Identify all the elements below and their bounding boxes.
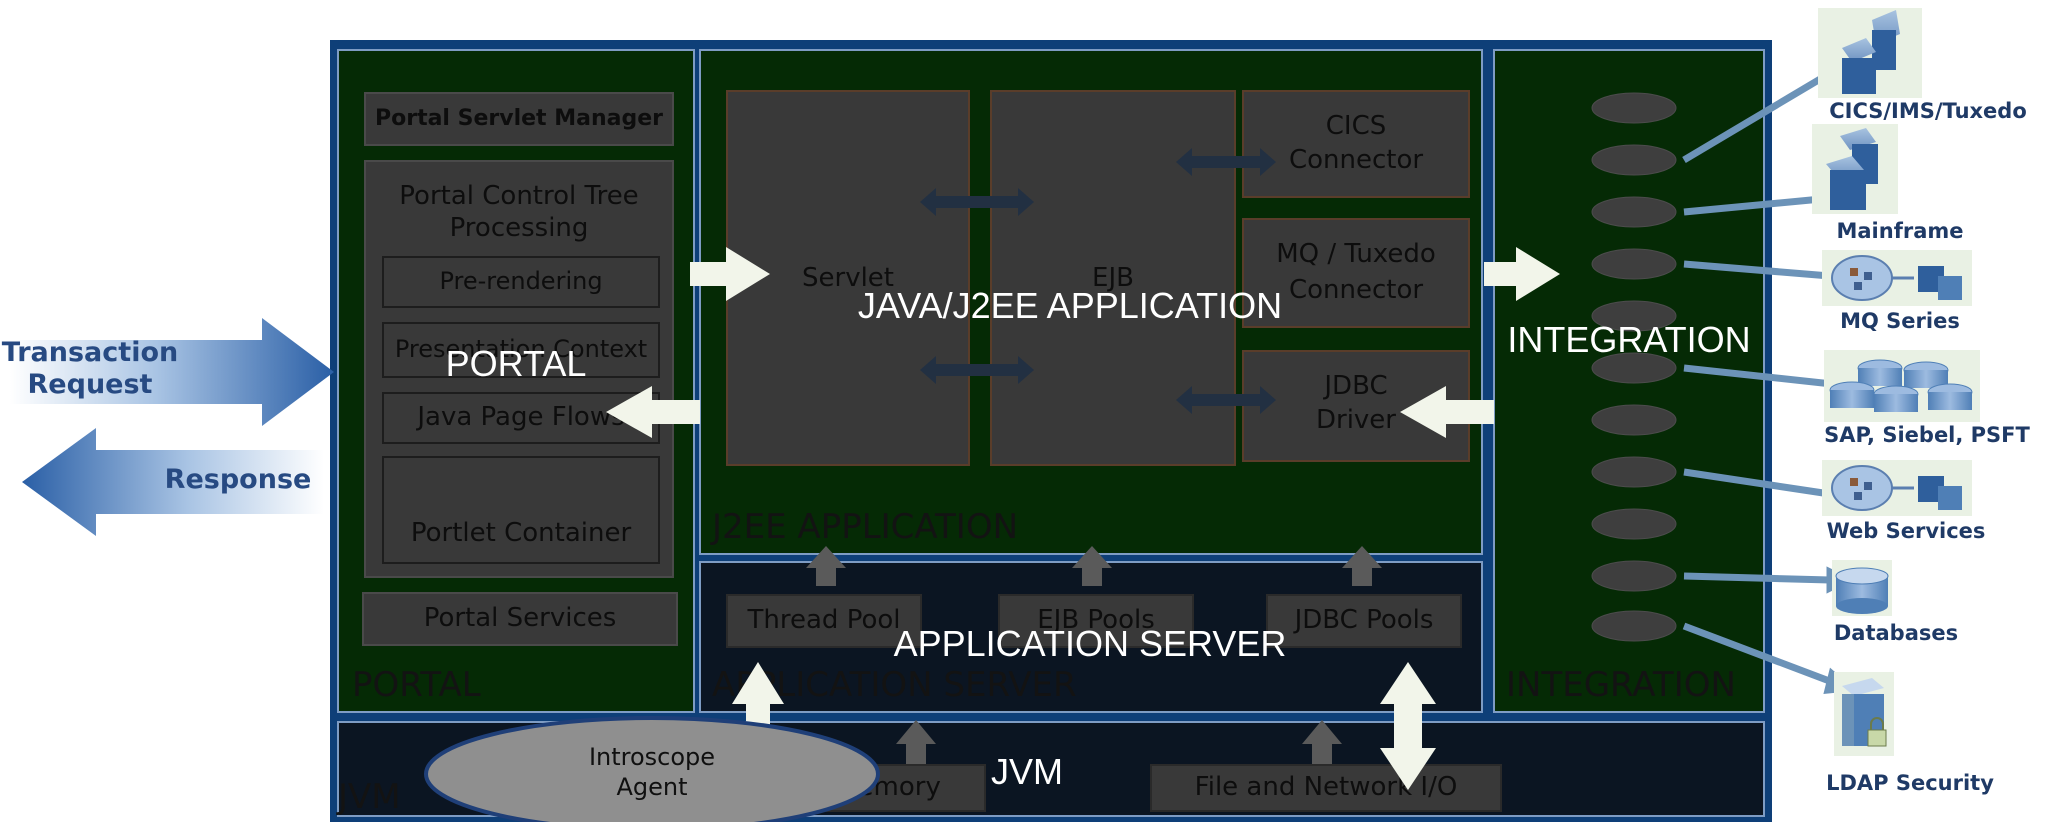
ejb-label: EJB [1092,263,1134,294]
cics-cubes-icon [1818,8,1922,98]
io-to-jdbc-pools-double-arrow [1380,662,1436,790]
transaction-request-arrow [10,318,334,426]
j2ee-watermark: J2EE APPLICATION [712,507,1019,548]
response-label: Response [164,464,312,496]
introscope-agent-label-1: Introscope [588,743,716,772]
cics-connector-box [1242,90,1470,198]
mq-tuxedo-connector-label-1: MQ / Tuxedo [1276,239,1436,270]
portal-to-servlet-arrow [690,247,770,301]
jdbc-pools-box: JDBC Pools [1266,594,1462,648]
integration-watermark: INTEGRATION [1506,665,1736,706]
j2ee-overlay-label: JAVA/J2EE APPLICATION [857,285,1283,327]
introscope-agent-oval [424,716,880,822]
ext-label-mainframe: Mainframe [1836,218,1964,243]
white-flow-arrows [606,247,1560,790]
jvm-overlay-label: JVM [991,751,1063,793]
transaction-request-label-1: Transaction [1,337,179,369]
jvm-watermark: JVM [338,777,401,818]
thread-pool-box: Thread Pool [726,594,922,648]
ext-label-web-services: Web Services [1826,518,1986,543]
sap-siebel-psft-icon [1824,350,1980,422]
integration-overlay-label: INTEGRATION [1507,319,1751,361]
ext-label-cics-ims-tuxedo: CICS/IMS/Tuxedo [1829,98,2027,123]
app-server-overlay-label: APPLICATION SERVER [893,623,1287,665]
ldap-security-icon [1834,672,1894,756]
portal-overlay-label: PORTAL [445,343,587,385]
mainframe-icon [1812,124,1898,214]
pre-rendering-box: Pre-rendering [382,256,660,308]
j2ee-to-integration-arrow [1484,247,1560,301]
cics-connector-label-2: Connector [1288,145,1424,176]
portal-watermark: PORTAL [352,665,481,706]
cics-connector-label-1: CICS [1325,111,1387,142]
ext-label-mq-series: MQ Series [1840,308,1960,333]
web-services-icon [1822,460,1972,516]
ext-label-databases: Databases [1833,620,1959,645]
jdbc-driver-label-2: Driver [1315,405,1396,436]
portlet-container-box [382,456,660,564]
mq-series-icon [1822,250,1972,306]
jdbc-driver-label-1: JDBC [1324,371,1388,402]
portlet-container-label: Portlet Container [410,518,632,549]
portal-servlet-manager: Portal Servlet Manager [364,92,674,146]
integration-ovals [1591,92,1677,642]
gray-flow-arrows [806,546,1382,764]
dark-double-arrows [920,148,1276,414]
portal-control-tree-label-2: Processing [449,213,589,244]
portal-control-tree-label-1: Portal Control Tree [399,181,639,212]
mq-tuxedo-connector-label-2: Connector [1288,275,1424,306]
ejb-pools-box: EJB Pools [998,594,1194,648]
introscope-to-thread-arrow [732,662,784,738]
transaction-request-label-2: Request [27,369,153,401]
integration-to-jdbc-arrow [1400,386,1494,438]
portal-services-box: Portal Services [362,592,678,646]
presentation-context-box: Presentation Context [382,322,660,378]
ext-label-sap-siebel-psft: SAP, Siebel, PSFT [1824,422,2030,447]
servlet-to-portal-arrow [606,386,700,438]
mq-tuxedo-connector-box [1242,218,1470,328]
introscope-agent-label-2: Agent [616,773,688,802]
servlet-label: Servlet [802,263,894,294]
databases-icon [1832,560,1892,616]
response-arrow [22,428,324,536]
ext-label-ldap-security: LDAP Security [1826,770,1994,795]
java-page-flows-box: Java Page Flows [382,392,660,444]
